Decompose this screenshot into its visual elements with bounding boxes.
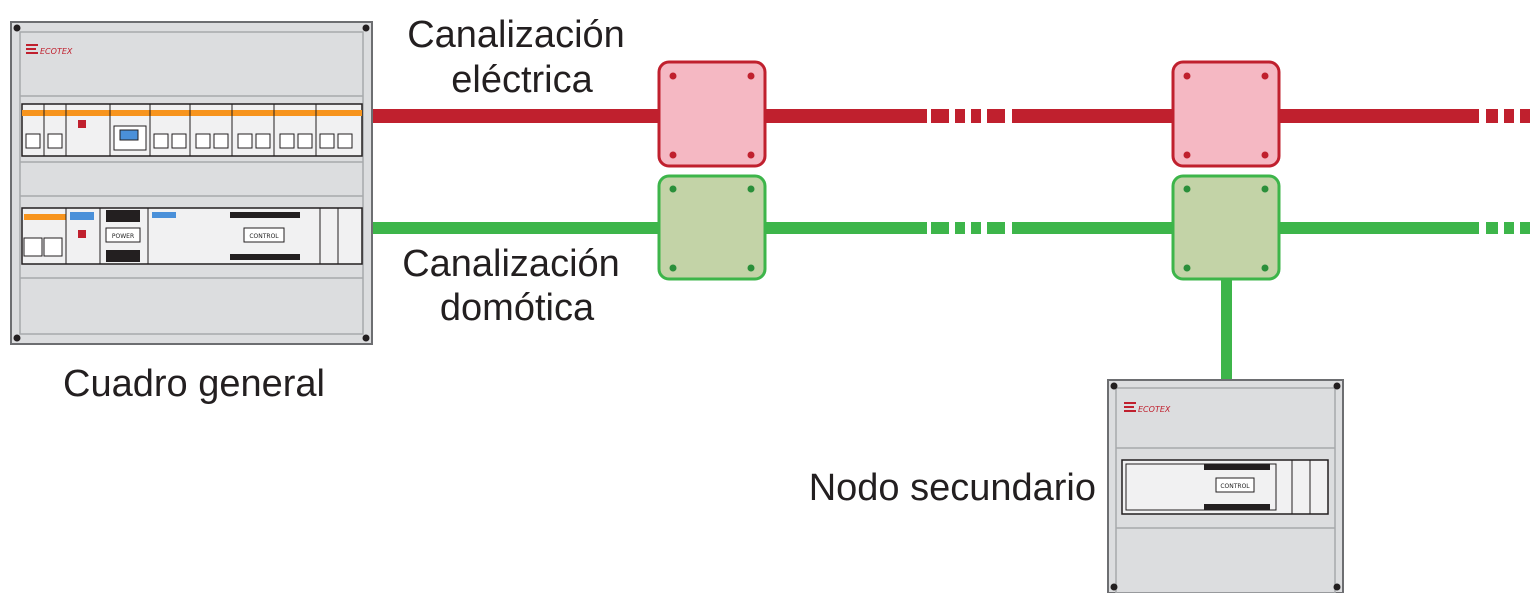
domotic-conduit-segment bbox=[1012, 222, 1174, 234]
electric-junction-box bbox=[657, 60, 767, 168]
electric-junction-box bbox=[1171, 60, 1281, 168]
domotic-conduit-dash bbox=[971, 222, 981, 234]
panel-brand-logo: ECOTEX bbox=[26, 44, 73, 56]
electric-conduit-dash bbox=[1520, 109, 1530, 123]
domotic-conduit bbox=[372, 222, 1530, 383]
domotic-conduit-dash bbox=[931, 222, 949, 234]
secondary-node-panel: ECOTEX CONTROL bbox=[1107, 379, 1344, 593]
breaker-row bbox=[21, 103, 363, 157]
electric-conduit-segment bbox=[765, 109, 927, 123]
domotic-conduit-label-line1: Canalización bbox=[402, 243, 620, 285]
domotic-conduit-segment bbox=[372, 222, 660, 234]
domotic-branch-to-node bbox=[1221, 280, 1232, 383]
secondary-node-label: Nodo secundario bbox=[809, 467, 1096, 509]
electric-conduit-segment bbox=[1279, 109, 1479, 123]
electric-conduit-dash bbox=[1504, 109, 1514, 123]
electric-conduit bbox=[372, 109, 1530, 123]
domotic-conduit-segment bbox=[765, 222, 927, 234]
domotic-conduit-segment bbox=[1279, 222, 1479, 234]
domotic-conduit-dash bbox=[987, 222, 1005, 234]
domotic-junction-box bbox=[1171, 174, 1281, 281]
domotic-module-row: POWER CONTROL bbox=[21, 207, 363, 265]
domotic-conduit-dash bbox=[1520, 222, 1530, 234]
electric-conduit-label-line1: Canalización bbox=[407, 14, 625, 56]
domotic-conduit-dash bbox=[955, 222, 965, 234]
main-distribution-panel: ECOTEX bbox=[10, 21, 373, 345]
node-control-module: CONTROL bbox=[1121, 459, 1329, 515]
electric-conduit-dash bbox=[1486, 109, 1498, 123]
domotic-conduit-dash bbox=[1504, 222, 1514, 234]
electric-conduit-dash bbox=[971, 109, 981, 123]
electric-conduit-dash bbox=[955, 109, 965, 123]
domotic-conduit-dash bbox=[1486, 222, 1498, 234]
svg-text:POWER: POWER bbox=[112, 233, 134, 240]
main-panel-label: Cuadro general bbox=[63, 363, 325, 405]
electric-conduit-dash bbox=[987, 109, 1005, 123]
svg-text:CONTROL: CONTROL bbox=[249, 233, 279, 240]
node-brand-logo: ECOTEX bbox=[1124, 402, 1171, 414]
domotic-junction-box bbox=[657, 174, 767, 281]
svg-text:CONTROL: CONTROL bbox=[1220, 483, 1250, 490]
electric-conduit-dash bbox=[931, 109, 949, 123]
svg-text:ECOTEX: ECOTEX bbox=[40, 47, 73, 56]
svg-text:ECOTEX: ECOTEX bbox=[1138, 405, 1171, 414]
electric-conduit-segment bbox=[1012, 109, 1174, 123]
electric-conduit-segment bbox=[372, 109, 660, 123]
domotic-conduit-label-line2: domótica bbox=[440, 287, 595, 329]
electric-conduit-label-line2: eléctrica bbox=[451, 59, 593, 101]
